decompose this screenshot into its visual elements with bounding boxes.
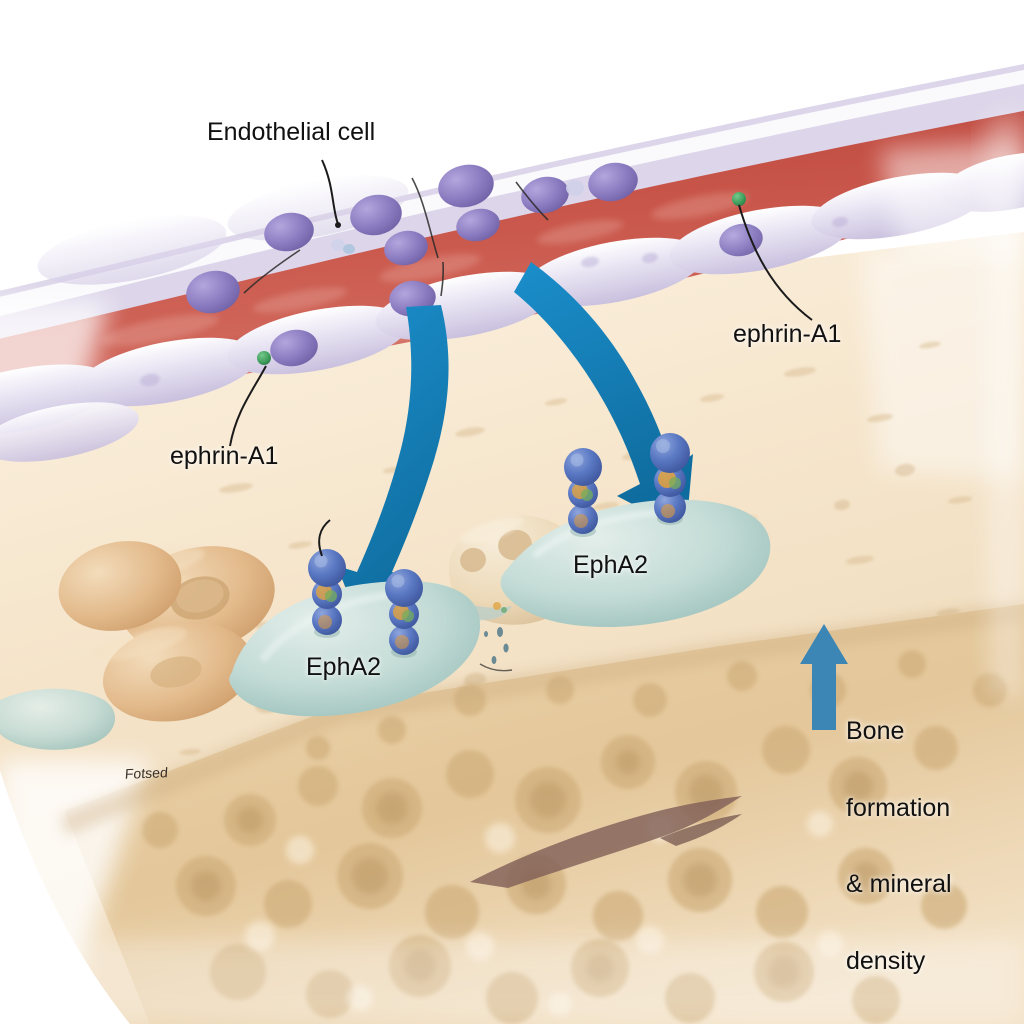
leader-line-ephrin-left bbox=[229, 365, 267, 447]
epha2-receptors bbox=[308, 433, 690, 658]
label-epha2-right: EphA2 bbox=[573, 551, 649, 579]
bone-callout-line-4: density bbox=[846, 946, 926, 975]
leader-dot-endothelial bbox=[335, 222, 341, 228]
right-signal-arrow bbox=[514, 262, 693, 532]
label-epha2-left: EphA2 bbox=[306, 653, 382, 681]
bone-layer-boundary bbox=[60, 600, 1024, 836]
vessel-wall-highlight bbox=[0, 70, 1024, 317]
erythrocyte-left bbox=[58, 541, 182, 631]
bone-callout-line-2: formation bbox=[846, 793, 951, 822]
fragment-debris bbox=[484, 627, 509, 664]
epha2-receptor-right-a bbox=[564, 448, 602, 537]
bone-formation-arrow bbox=[800, 624, 848, 730]
label-endothelial-cell: Endothelial cell bbox=[207, 118, 376, 146]
epha2-receptor-left-a bbox=[308, 549, 346, 638]
epha2-receptor-left-b bbox=[385, 569, 423, 658]
left-signal-arrow bbox=[337, 305, 449, 640]
label-ephrin-a1-left: ephrin-A1 bbox=[170, 442, 279, 470]
ephrin-a1-ligands bbox=[229, 192, 813, 447]
erythrocytes bbox=[58, 541, 275, 722]
up-arrow-icon bbox=[800, 624, 848, 730]
receptor-whisker bbox=[318, 519, 331, 557]
leader-line-endothelial bbox=[321, 159, 339, 225]
label-ephrin-a1-right: ephrin-A1 bbox=[733, 320, 842, 348]
endothelial-cells-near bbox=[0, 140, 1024, 462]
trabecular-bone bbox=[60, 604, 1024, 1024]
epha2-receptor-right-b bbox=[650, 433, 690, 525]
osteoblast-edge bbox=[0, 688, 116, 750]
bone-callout-line-1: Bone bbox=[846, 717, 905, 745]
leader-line-ephrin-right bbox=[738, 204, 813, 321]
label-bone-formation: Bone formation & mineral density bbox=[846, 668, 952, 1000]
signal-arrows bbox=[337, 262, 693, 640]
vessel-internal-leaders bbox=[243, 177, 549, 297]
label-artifact-text: Fotsed bbox=[124, 764, 169, 782]
ephrin-a1-dot-right bbox=[732, 192, 746, 206]
ephrin-a1-dot-left bbox=[257, 351, 271, 365]
bone-callout-line-3: & mineral bbox=[846, 870, 952, 898]
marrow-fissure bbox=[470, 796, 742, 888]
